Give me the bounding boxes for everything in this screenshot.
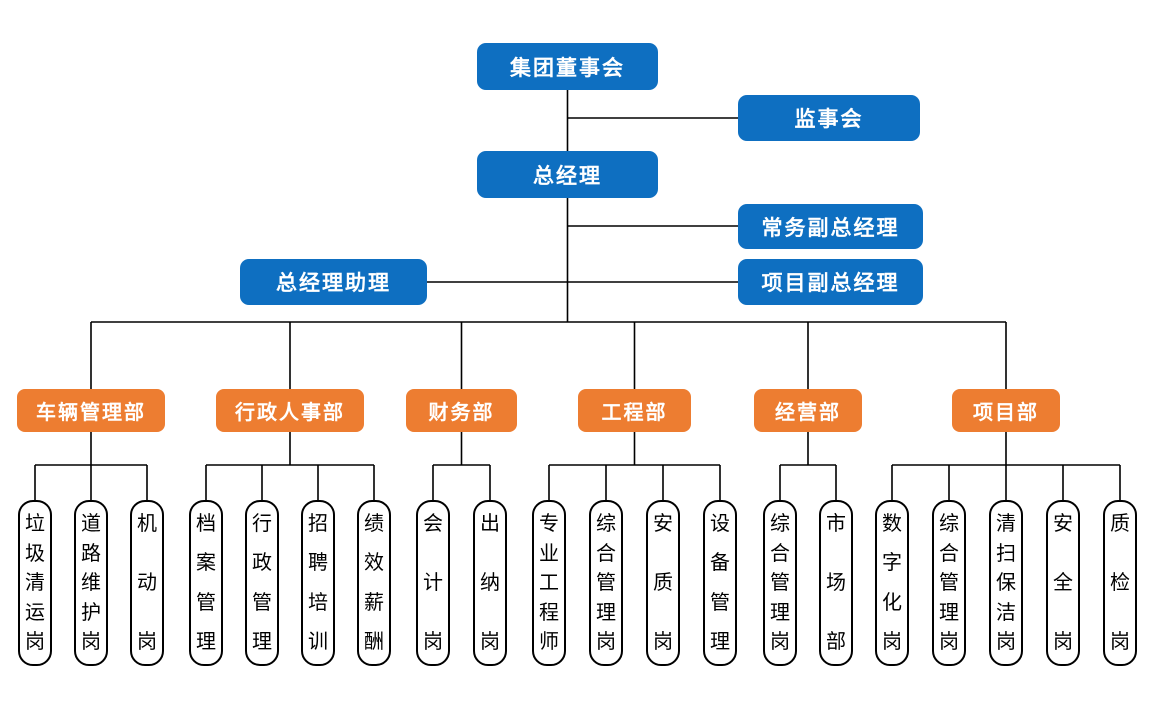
post-archives-management: 档案管理 — [189, 500, 223, 666]
post-general-management-project: 综合管理岗 — [932, 500, 966, 666]
post-mobile: 机动岗 — [130, 500, 164, 666]
post-garbage-removal: 垃圾清运岗 — [18, 500, 52, 666]
post-cleaning: 清扫保洁岗 — [989, 500, 1023, 666]
node-supervisory-board: 监事会 — [738, 95, 920, 141]
post-quality-inspection: 质检岗 — [1103, 500, 1137, 666]
dept-admin-hr: 行政人事部 — [216, 389, 364, 432]
node-board-of-directors: 集团董事会 — [477, 43, 658, 90]
post-professional-engineer: 专业工程师 — [532, 500, 566, 666]
node-gm-assistant: 总经理助理 — [240, 259, 427, 305]
post-general-management-engineering: 综合管理岗 — [589, 500, 623, 666]
dept-project: 项目部 — [952, 389, 1060, 432]
post-recruitment-training: 招聘培训 — [301, 500, 335, 666]
post-cashier: 出纳岗 — [473, 500, 507, 666]
dept-engineering: 工程部 — [578, 389, 691, 432]
post-accounting: 会计岗 — [416, 500, 450, 666]
post-digitalization: 数字化岗 — [875, 500, 909, 666]
post-general-management-operations: 综合管理岗 — [763, 500, 797, 666]
post-performance-compensation: 绩效薪酬 — [357, 500, 391, 666]
post-road-maintenance: 道路维护岗 — [74, 500, 108, 666]
node-executive-deputy-gm: 常务副总经理 — [738, 204, 923, 249]
post-market: 市场部 — [819, 500, 853, 666]
post-equipment-management: 设备管理 — [703, 500, 737, 666]
dept-vehicle-management: 车辆管理部 — [17, 389, 165, 432]
post-admin-management: 行政管理 — [245, 500, 279, 666]
node-project-deputy-gm: 项目副总经理 — [738, 259, 923, 305]
post-safety-quality: 安质岗 — [646, 500, 680, 666]
dept-operations: 经营部 — [754, 389, 862, 432]
post-safety: 安全岗 — [1046, 500, 1080, 666]
dept-finance: 财务部 — [406, 389, 517, 432]
connector-path — [34, 90, 1121, 500]
node-general-manager: 总经理 — [477, 151, 658, 198]
